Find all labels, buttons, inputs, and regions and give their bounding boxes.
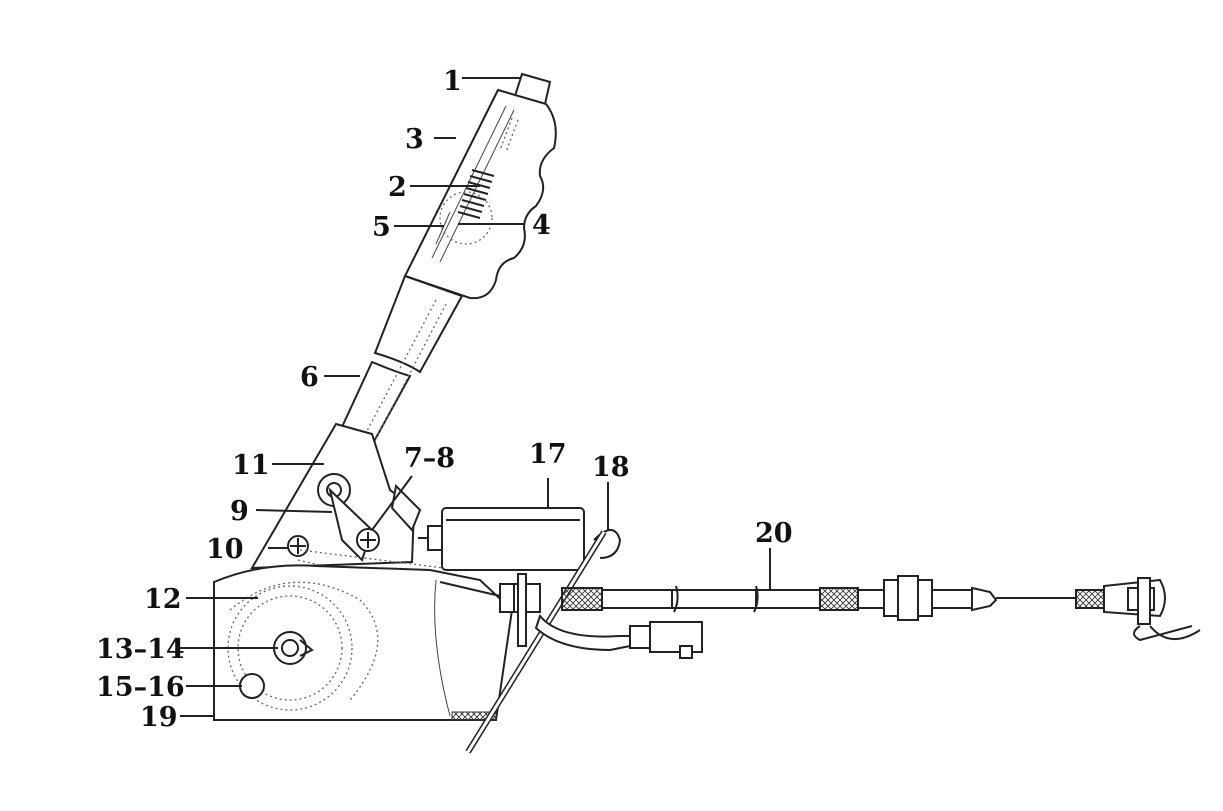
callout-17: 19 (140, 702, 178, 733)
callout-labels: 1 3 2 5 4 6 7–8 17 18 11 9 10 20 12 13–1… (96, 66, 793, 733)
callout-13-14: 13–14 (96, 634, 185, 665)
callout-5: 5 (372, 212, 391, 243)
release-spring (457, 169, 495, 219)
callout-7-8: 7–8 (404, 443, 455, 474)
brake-cable (439, 573, 1201, 659)
handle-grip (403, 88, 557, 300)
callout-6: 6 (300, 362, 319, 393)
pawl-plate (250, 422, 471, 583)
base-housing (213, 564, 514, 721)
callout-10: 10 (206, 534, 244, 565)
callout-19: 18 (592, 452, 630, 483)
callout-4: 4 (532, 210, 551, 241)
lever-handle (403, 72, 557, 300)
callout-1: 1 (443, 66, 462, 97)
callout-18: 17 (529, 439, 567, 470)
mounting-bolt (239, 673, 265, 699)
callout-11: 11 (232, 450, 270, 481)
leader-lines (180, 77, 771, 717)
callout-20: 20 (755, 518, 793, 549)
callout-3: 3 (405, 124, 424, 155)
brake-switch (418, 507, 585, 571)
callout-15-16: 15–16 (96, 672, 185, 703)
callout-2: 2 (388, 172, 407, 203)
sector-gear (227, 585, 353, 711)
callout-9: 9 (230, 496, 249, 527)
main-pivot (273, 631, 307, 665)
callout-12: 12 (144, 584, 182, 615)
wire-clip (465, 529, 622, 754)
